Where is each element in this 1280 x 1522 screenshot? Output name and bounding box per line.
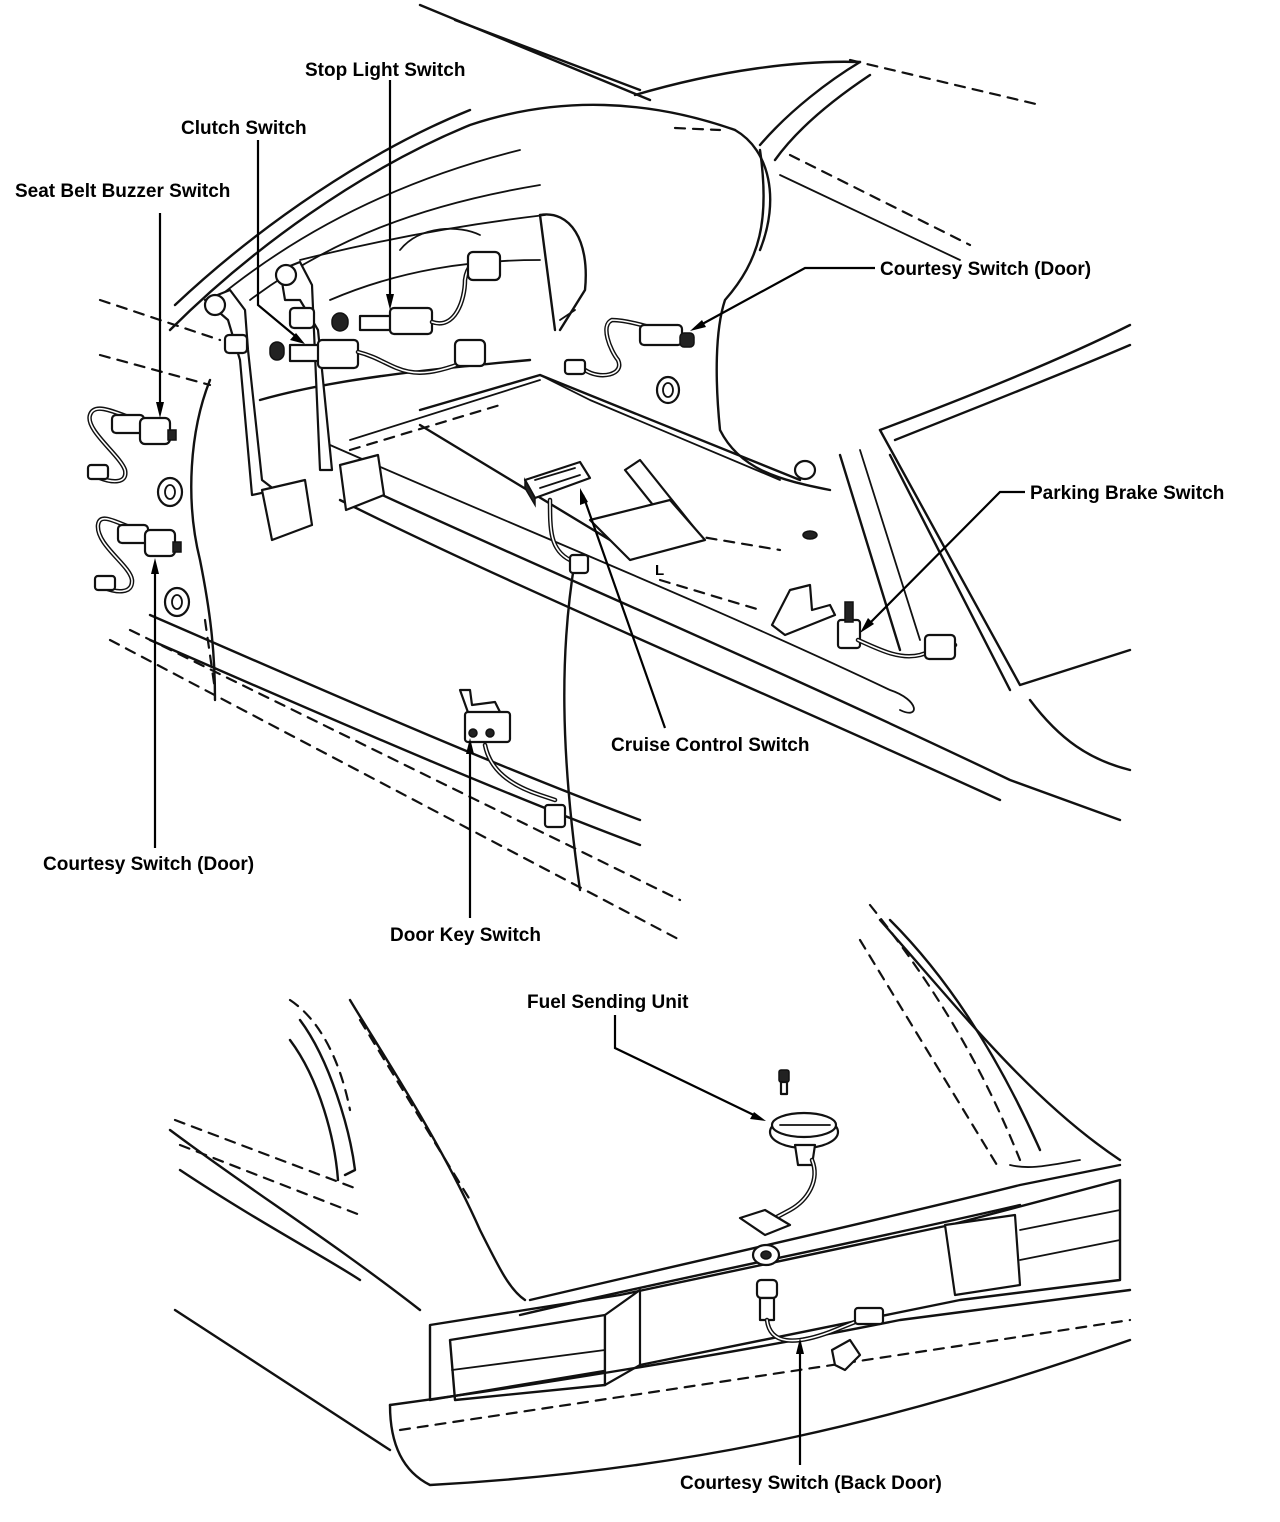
label-courtesy-switch-door-left: Courtesy Switch (Door) — [43, 854, 254, 875]
fuel-sending-unit-part — [738, 1069, 840, 1237]
courtesy-switch-door-left-part — [93, 516, 191, 618]
label-parking-brake-switch: Parking Brake Switch — [1030, 483, 1224, 504]
label-door-key-switch: Door Key Switch — [390, 925, 541, 946]
clutch-switch-part — [269, 338, 487, 375]
label-stop-light-switch: Stop Light Switch — [305, 60, 465, 81]
cruise-control-switch-part — [523, 460, 592, 575]
clutch-pedal — [203, 288, 314, 542]
door-key-switch-part — [458, 688, 567, 829]
courtesy-switch-back-door-part — [751, 1243, 885, 1372]
label-seat-belt-buzzer-switch: Seat Belt Buzzer Switch — [15, 181, 230, 202]
cabin-outline — [98, 3, 1132, 942]
label-fuel-sending-unit: Fuel Sending Unit — [527, 992, 689, 1013]
brake-pedal — [274, 260, 386, 512]
parking-brake-switch-part — [770, 459, 958, 661]
courtesy-switch-door-right-part — [563, 317, 695, 405]
rear-body-outline — [168, 903, 1132, 1487]
shift-position-marker: L — [655, 562, 664, 579]
label-cruise-control-switch: Cruise Control Switch — [611, 735, 809, 756]
label-courtesy-switch-back-door: Courtesy Switch (Back Door) — [680, 1473, 942, 1494]
stop-light-switch-part — [331, 227, 502, 336]
leader-lines — [151, 80, 1025, 1465]
label-courtesy-switch-door-right: Courtesy Switch (Door) — [880, 259, 1091, 280]
seat-belt-buzzer-switch-part — [86, 406, 184, 508]
label-clutch-switch: Clutch Switch — [181, 118, 307, 139]
